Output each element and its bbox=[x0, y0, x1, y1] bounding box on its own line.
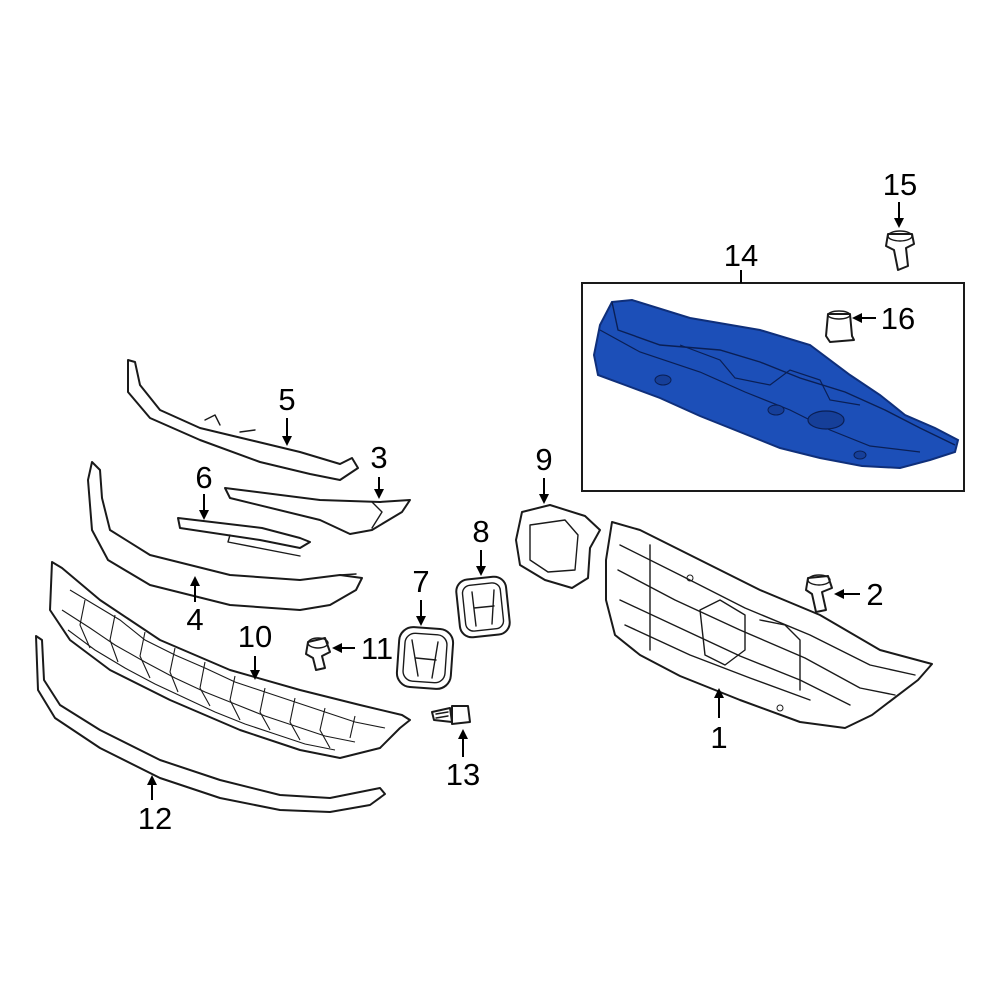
callout-11: 11 bbox=[361, 631, 393, 666]
callout-16: 16 bbox=[881, 301, 915, 336]
part-14-shield-hole-4 bbox=[853, 450, 867, 460]
callout-labels: 1 2 3 4 5 6 7 8 9 10 11 12 13 14 15 16 bbox=[138, 167, 917, 836]
callout-5: 5 bbox=[278, 382, 295, 417]
part-3-trim[interactable] bbox=[224, 487, 411, 535]
part-1-grille[interactable] bbox=[605, 521, 933, 729]
part-13-screw[interactable] bbox=[431, 705, 471, 725]
callout-7: 7 bbox=[412, 564, 429, 599]
part-5-molding[interactable] bbox=[127, 359, 359, 481]
part-10-mesh-grille[interactable] bbox=[49, 561, 411, 759]
callout-14: 14 bbox=[724, 238, 758, 273]
callout-15: 15 bbox=[883, 167, 917, 202]
callout-10: 10 bbox=[238, 619, 272, 654]
part-12-strip[interactable] bbox=[35, 635, 386, 813]
part-7-emblem[interactable] bbox=[395, 626, 455, 690]
part-14-shield-hole bbox=[807, 410, 845, 430]
part-14-group[interactable] bbox=[581, 282, 965, 492]
part-14-shield-detail bbox=[611, 301, 956, 446]
part-10-mesh-pattern bbox=[61, 589, 386, 751]
callout-1: 1 bbox=[710, 720, 727, 755]
part-16-grommet[interactable] bbox=[825, 310, 855, 343]
callout-9: 9 bbox=[535, 442, 552, 477]
part-14-shield-detail-2 bbox=[599, 329, 921, 453]
part-9-bracket[interactable] bbox=[515, 504, 601, 589]
callout-2: 2 bbox=[866, 577, 883, 612]
part-4-molding[interactable] bbox=[87, 461, 363, 611]
callout-6: 6 bbox=[195, 460, 212, 495]
part-14-shield-hole-2 bbox=[654, 374, 672, 386]
part-14-upper-shield[interactable] bbox=[592, 298, 960, 470]
callout-4: 4 bbox=[186, 602, 203, 637]
part-6-strip[interactable] bbox=[177, 517, 311, 557]
part-14-shield-hole-3 bbox=[767, 404, 785, 416]
part-15-clip[interactable] bbox=[885, 230, 915, 271]
callout-13: 13 bbox=[446, 757, 480, 792]
part-8-emblem-base[interactable] bbox=[455, 575, 511, 639]
part-14-shield-detail-3 bbox=[679, 344, 861, 406]
part-11-clip[interactable] bbox=[305, 637, 331, 671]
part-2-clip[interactable] bbox=[805, 574, 833, 613]
part-14-bounding-box bbox=[581, 282, 965, 492]
callout-8: 8 bbox=[472, 514, 489, 549]
callout-12: 12 bbox=[138, 801, 172, 836]
callout-3: 3 bbox=[370, 440, 387, 475]
leader-lines bbox=[147, 202, 904, 800]
